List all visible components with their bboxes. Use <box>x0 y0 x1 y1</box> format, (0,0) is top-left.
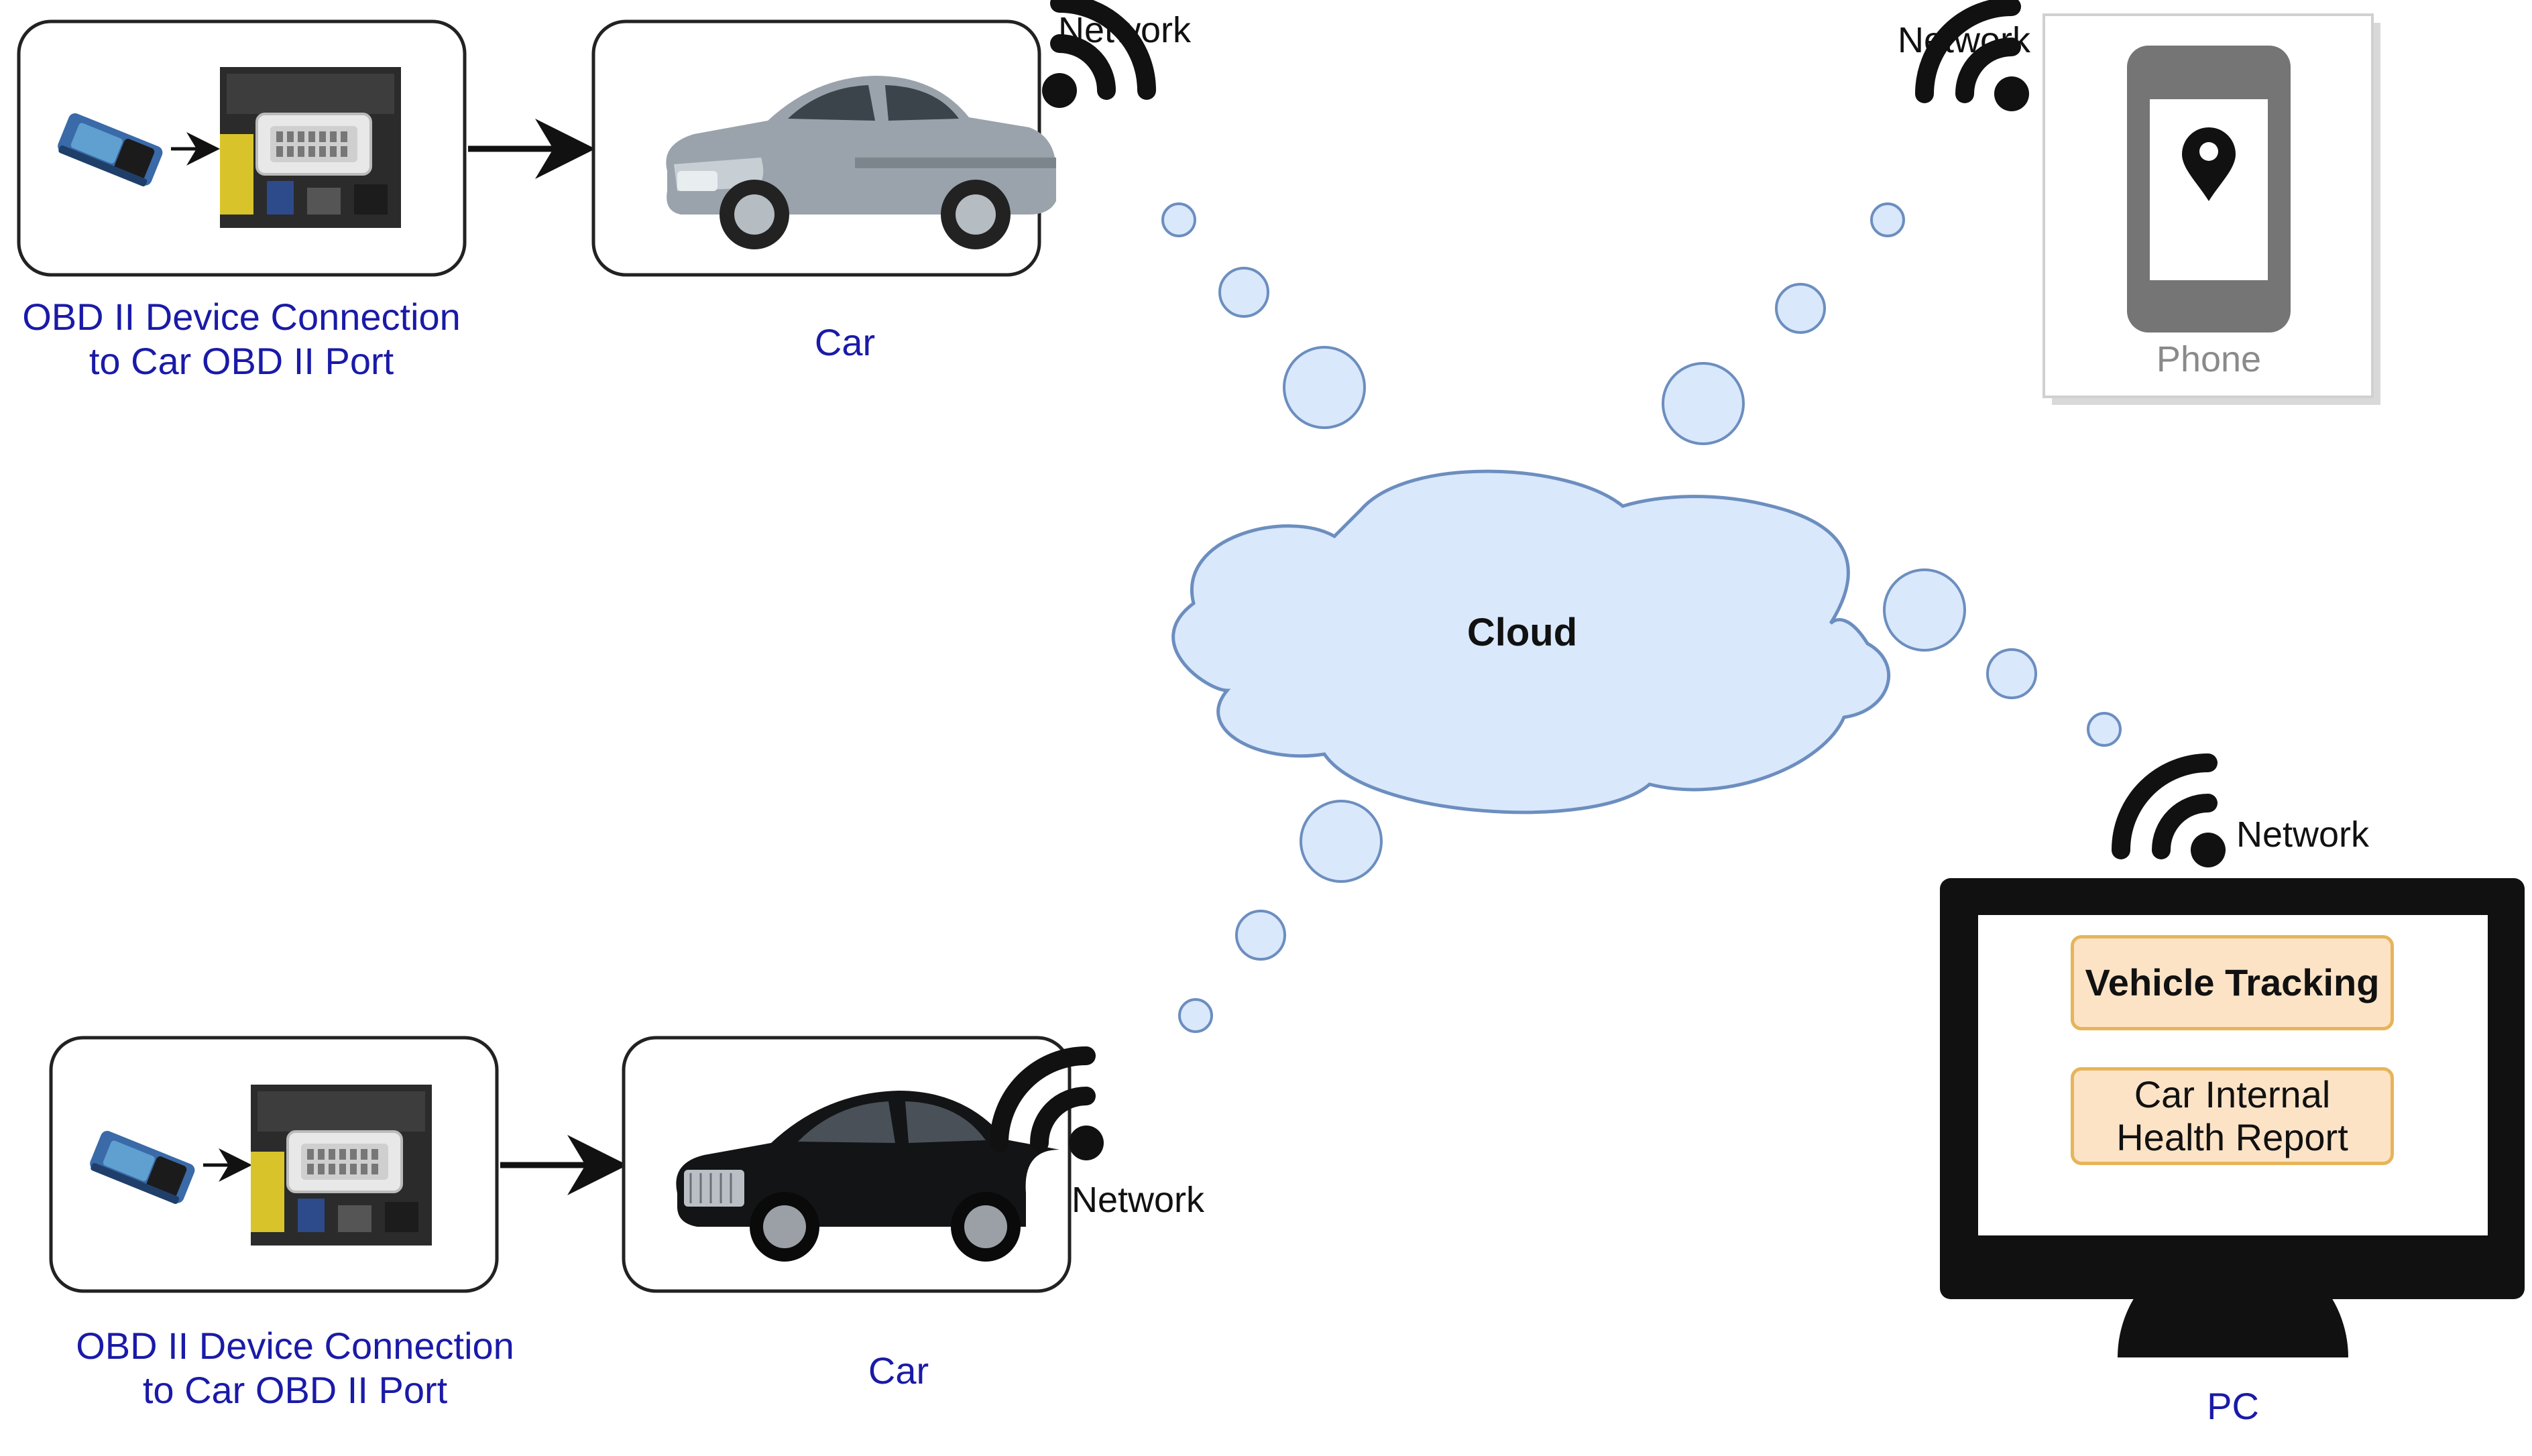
location-pin-icon <box>2182 127 2236 201</box>
obd-label-top: OBD II Device Connection to Car OBD II P… <box>22 296 461 382</box>
car-label-top: Car <box>814 321 876 363</box>
wifi-signal-icon <box>2121 763 2226 867</box>
network-label-car-bottom: Network <box>1072 1180 1205 1220</box>
car-icon <box>676 1091 1059 1262</box>
obd-port-icon <box>219 66 402 229</box>
cloud-shape <box>1171 469 1891 814</box>
obd-port-icon <box>249 1083 433 1247</box>
vehicle-tracking-label: Vehicle Tracking <box>2085 961 2380 1004</box>
pc-label: PC <box>2207 1385 2259 1427</box>
cloud-label: Cloud <box>1466 611 1578 654</box>
vehicle-tracking-box: Vehicle Tracking <box>2071 935 2394 1030</box>
car-label-bottom: Car <box>868 1349 929 1392</box>
phone-label: Phone <box>2156 339 2262 379</box>
network-label-car-top: Network <box>1058 10 1192 50</box>
health-report-box: Car Internal Health Report <box>2071 1067 2394 1165</box>
network-label-pc: Network <box>2236 814 2370 855</box>
network-label-phone: Network <box>1898 20 2031 60</box>
pc-stand <box>2118 1242 2348 1357</box>
health-report-label: Car Internal Health Report <box>2116 1073 2348 1158</box>
connection-bubbles <box>1161 202 2122 1033</box>
obd-label-bottom: OBD II Device Connection to Car OBD II P… <box>76 1325 514 1411</box>
car-icon <box>666 76 1056 249</box>
